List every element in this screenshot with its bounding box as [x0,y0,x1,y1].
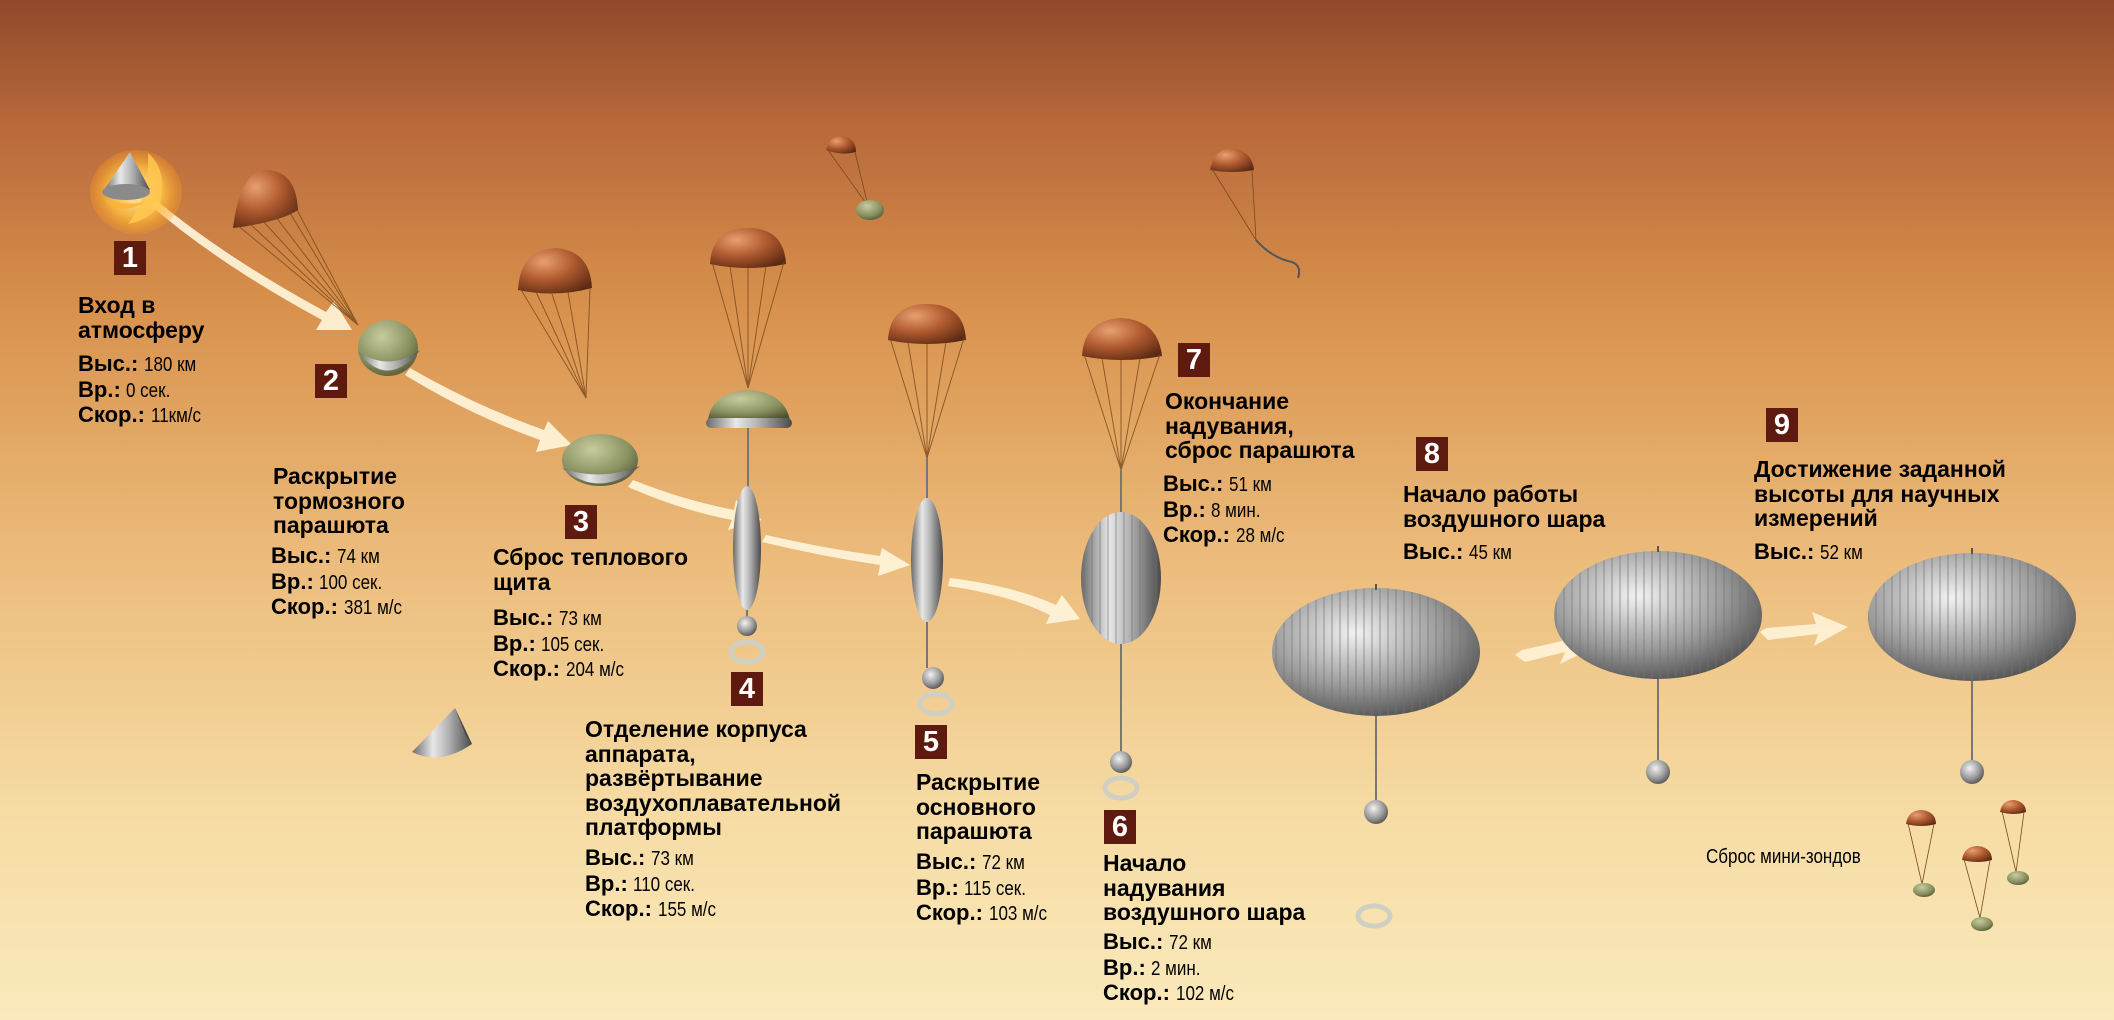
speed-label: Скор.: [271,594,338,619]
capsule-icon [358,320,420,376]
alt-label: Выс.: [916,849,977,874]
drogue-parachute-3-icon [518,248,592,399]
speed-label: Скор.: [916,900,983,925]
discarded-heatshield-icon [412,708,472,758]
stage-2-title: Раскрытие тормозного парашюта [273,463,405,538]
stage-9-altitude: 52 км [1819,542,1863,564]
speed-label: Скор.: [78,402,145,427]
stage-4-stats: Выс.: 73 км Вр.: 110 сек. Скор.: 155 м/с [585,845,726,923]
stage-2-altitude: 74 км [336,546,380,568]
alt-label: Выс.: [271,543,332,568]
stage-4-altitude: 73 км [650,848,694,870]
stage-4-title: Отделение корпуса аппарата, развёртывани… [585,716,842,840]
mini-probe-icon [1906,810,1936,897]
balloon-8b-icon [1554,546,1762,784]
alt-label: Выс.: [1754,539,1815,564]
time-label: Вр.: [1163,496,1206,522]
stage-1-number: 1 [114,241,146,275]
stage-5-title: Раскрытие основного парашюта [916,769,1041,844]
time-label: Вр.: [493,630,536,656]
speed-label: Скор.: [1103,980,1170,1005]
main-parachute-4-icon [706,228,792,488]
distant-parachute-icon [826,135,884,220]
stage-5-stats: Выс.: 72 км Вр.: 115 сек. Скор.: 103 м/с [916,849,1057,927]
stage-3-speed: 204 м/с [565,659,624,681]
stage-7-stats: Выс.: 51 км Вр.: 8 мин. Скор.: 28 м/с [1163,471,1293,549]
stage-6-altitude: 72 км [1168,932,1212,954]
time-label: Вр.: [1103,954,1146,980]
time-label: Вр.: [916,874,959,900]
mini-probe-icon [2000,800,2029,885]
folded-balloon-5-icon [911,498,955,717]
stage-2-speed: 381 м/с [343,597,402,619]
stage-2-time: 100 сек. [319,571,383,594]
alt-label: Выс.: [78,351,139,376]
stage-2-stats: Выс.: 74 км Вр.: 100 сек. Скор.: 381 м/с [271,543,412,621]
folded-balloon-4-icon [728,486,766,665]
stage-2-number: 2 [315,364,347,398]
stage-6-number: 6 [1104,810,1136,844]
stage-5-speed: 103 м/с [988,903,1047,925]
stage-1-title: Вход в атмосферу [78,292,205,343]
stage-8-title: Начало работы воздушного шара [1403,481,1606,532]
stage-4-speed: 155 м/с [657,899,716,921]
balloon-8-icon [1272,584,1480,929]
stage-7-altitude: 51 км [1228,474,1272,496]
stage-6-title: Начало надувания воздушного шара [1103,850,1306,925]
speed-label: Скор.: [493,656,560,681]
alt-label: Выс.: [1403,539,1464,564]
stage-3-stats: Выс.: 73 км Вр.: 105 сек. Скор.: 204 м/с [493,605,634,683]
mini-probe-icon [1962,846,1993,931]
stage-9-number: 9 [1766,408,1798,442]
balloon-9-icon [1868,548,2076,784]
stage-4-number: 4 [731,672,763,706]
stage-5-number: 5 [915,725,947,759]
stage-8-number: 8 [1416,437,1448,471]
alt-label: Выс.: [493,605,554,630]
stage-8-stats: Выс.: 45 км [1403,539,1519,566]
alt-label: Выс.: [1103,929,1164,954]
stage-1-time: 0 сек. [126,379,171,402]
stage-3-number: 3 [565,505,597,539]
time-label: Вр.: [78,376,121,402]
stage-5-altitude: 72 км [981,852,1025,874]
alt-label: Выс.: [585,845,646,870]
time-label: Вр.: [585,870,628,896]
stage-5-time: 115 сек. [964,877,1027,900]
speed-label: Скор.: [585,896,652,921]
stage-1-altitude: 180 км [143,354,197,376]
time-label: Вр.: [271,568,314,594]
stage-6-speed: 102 м/с [1175,983,1234,1005]
main-parachute-7-icon [1082,318,1162,512]
stage-6-stats: Выс.: 72 км Вр.: 2 мин. Скор.: 102 м/с [1103,929,1244,1007]
stage-1-stats: Выс.: 180 км Вр.: 0 сек. Скор.: 11км/с [78,351,209,429]
released-parachute-icon [1210,148,1301,279]
stage-7-number: 7 [1178,343,1210,377]
stage-9-stats: Выс.: 52 км [1754,539,1870,566]
stage-1-speed: 11км/с [150,405,201,427]
inflating-balloon-icon [1081,512,1161,801]
stage-8-altitude: 45 км [1468,542,1512,564]
speed-label: Скор.: [1163,522,1230,547]
stage-7-time: 8 мин. [1211,499,1261,522]
stage-3-title: Сброс теплового щита [493,544,689,595]
drogue-parachute-icon [233,170,359,326]
stage-9-title: Достижение заданной высоты для научных и… [1754,456,2006,531]
main-parachute-5-icon [888,304,966,498]
stage-4-time: 110 сек. [633,873,696,896]
alt-label: Выс.: [1163,471,1224,496]
capsule-heatshield-icon [562,434,640,486]
stage-7-speed: 28 м/с [1235,525,1285,547]
stage-3-time: 105 сек. [541,633,605,656]
stage-7-title: Окончание надувания, сброс парашюта [1165,388,1355,463]
mini-probes-label: Сброс мини-зондов [1706,846,1861,868]
stage-6-time: 2 мин. [1151,957,1201,980]
stage-3-altitude: 73 км [558,608,602,630]
entry-probe-icon [90,150,182,234]
